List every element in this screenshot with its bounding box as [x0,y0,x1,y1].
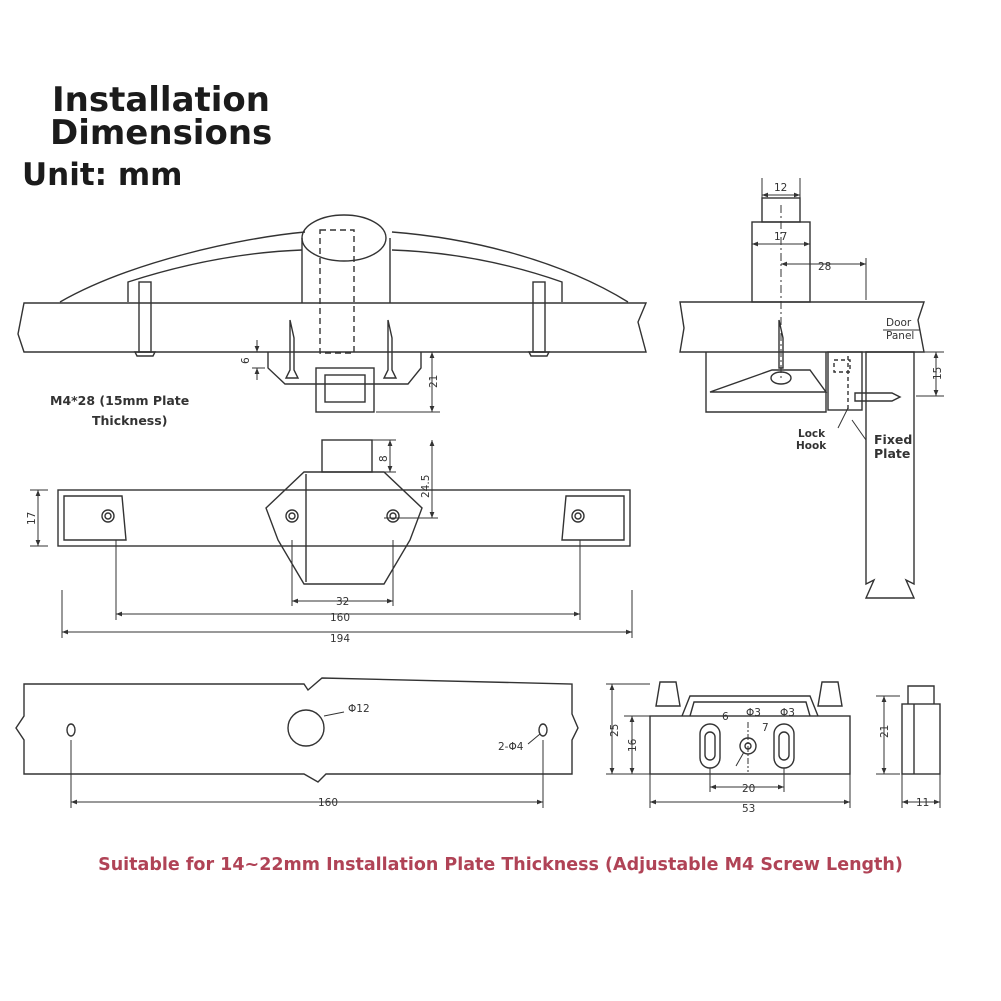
dim-11: 11 [916,797,929,809]
dim-53: 53 [742,803,755,815]
dim-20: 20 [742,783,755,795]
door-panel-line-1: Door [886,317,912,329]
front-view [17,214,648,413]
dim-21-hook-side: 21 [879,725,891,738]
title-line-1: Installation [51,80,270,120]
dim-7: 7 [762,722,769,734]
dim-17-plan: 17 [26,512,38,525]
title-line-2: Dimensions [50,113,273,153]
lock-hook-view [606,681,941,808]
dim-phi12: Φ12 [348,703,370,715]
dim-phi3-a: Φ3 [746,707,761,719]
lock-hook-line-2: Hook [796,440,827,452]
door-panel-line-2: Panel [886,330,914,342]
dim-28-side: 28 [818,261,831,273]
dim-160-template: 160 [318,797,338,809]
dim-24-5: 24.5 [420,475,432,498]
dim-16: 16 [627,738,639,752]
dim-6-top: 6 [240,357,252,364]
title: Installation Dimensions [50,80,273,153]
lock-hook-line-1: Lock [798,428,826,440]
dim-21-front: 21 [428,375,440,388]
screw-callout-line-1: M4*28 (15mm Plate [50,393,189,408]
plan-view [30,439,633,638]
dim-2-phi4: 2-Φ4 [498,741,524,753]
dim-17-side: 17 [774,231,787,243]
unit-label: Unit: mm [22,157,183,193]
dim-194: 194 [330,633,350,645]
dim-160-plan: 160 [330,612,350,624]
dim-25: 25 [609,724,621,737]
dim-15-side: 15 [932,367,944,380]
screw-callout-line-2: Thickness) [92,413,167,428]
dim-32: 32 [336,596,349,608]
fixed-plate-line-2: Plate [874,446,910,461]
side-view [679,178,944,599]
dim-12-side: 12 [774,182,787,194]
drill-template [15,677,579,808]
dim-8: 8 [378,455,390,462]
fixed-plate-line-1: Fixed [874,432,912,447]
dim-6-hook: 6 [722,711,729,723]
dim-phi3-b: Φ3 [780,707,795,719]
installation-note: Suitable for 14~22mm Installation Plate … [98,855,903,875]
